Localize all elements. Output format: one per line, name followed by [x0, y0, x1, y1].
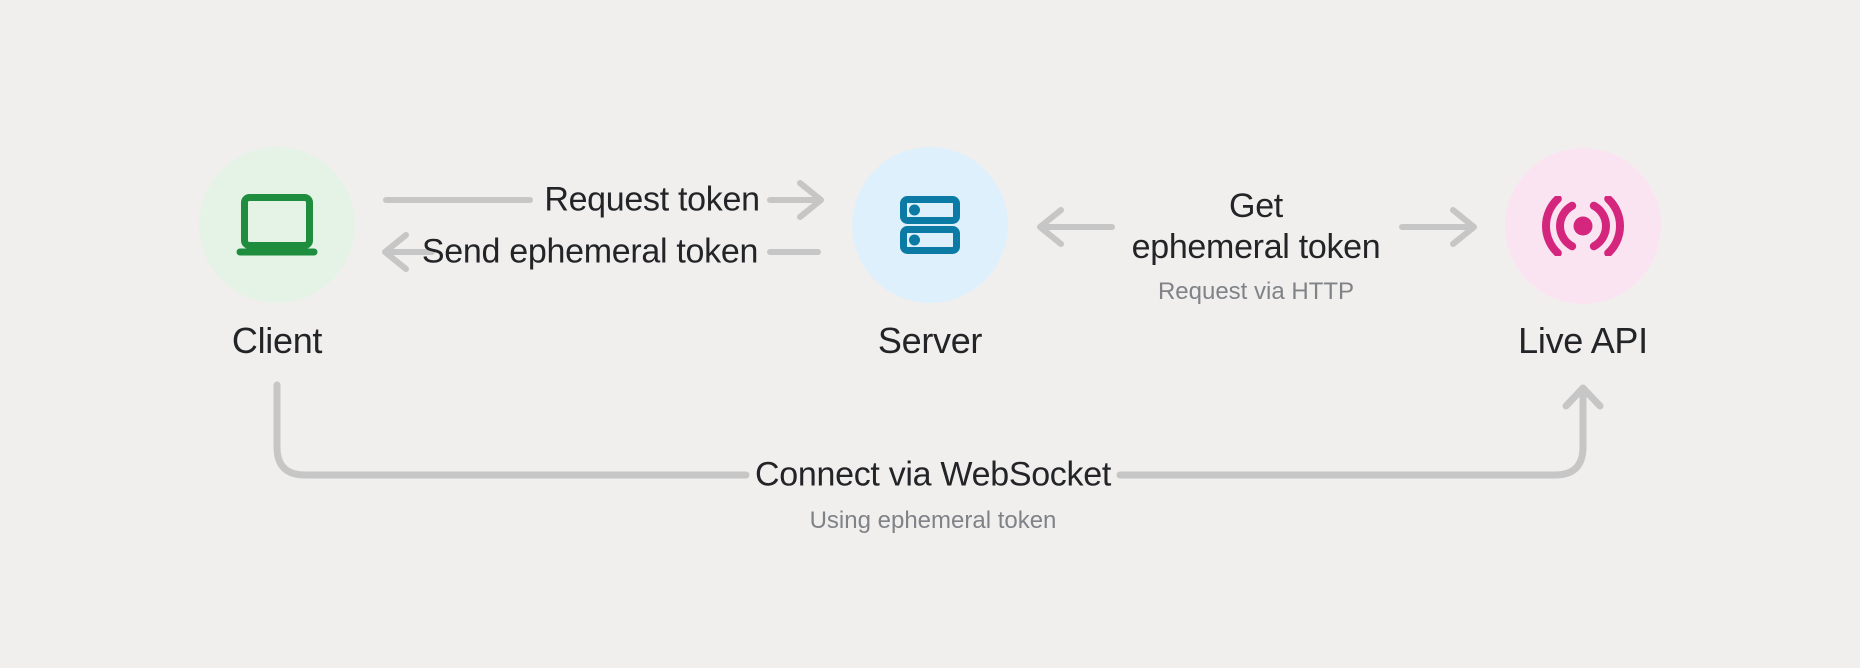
get-ephemeral-token-label: Get ephemeral token: [1132, 186, 1381, 268]
live-api-node: [1505, 148, 1661, 304]
request-via-http-sublabel: Request via HTTP: [1157, 278, 1355, 305]
request-token-arrow-right-icon: [767, 180, 824, 220]
server-label: Server: [877, 320, 983, 361]
client-label: Client: [231, 320, 323, 361]
get-ephemeral-token-label-line1: Get: [1229, 187, 1283, 225]
websocket-line-right-arrow-up-icon: [1116, 384, 1604, 479]
client-node: [199, 147, 355, 303]
get-ephemeral-arrow-right-icon: [1399, 207, 1477, 247]
server-icon: [900, 196, 960, 254]
connect-websocket-label: Connect via WebSocket: [755, 455, 1111, 494]
get-ephemeral-token-label-line2: ephemeral token: [1131, 228, 1381, 266]
send-ephemeral-token-label: Send ephemeral token: [421, 232, 759, 271]
live-api-label: Live API: [1518, 320, 1648, 361]
request-token-label: Request token: [544, 180, 760, 219]
websocket-line-left: [273, 381, 750, 479]
laptop-icon: [236, 194, 318, 256]
broadcast-icon: [1542, 196, 1624, 256]
server-node: [852, 147, 1008, 303]
send-ephemeral-arrow-left-icon: [382, 232, 435, 272]
get-ephemeral-arrow-left-icon: [1037, 207, 1115, 247]
using-ephemeral-token-sublabel: Using ephemeral token: [809, 507, 1057, 534]
